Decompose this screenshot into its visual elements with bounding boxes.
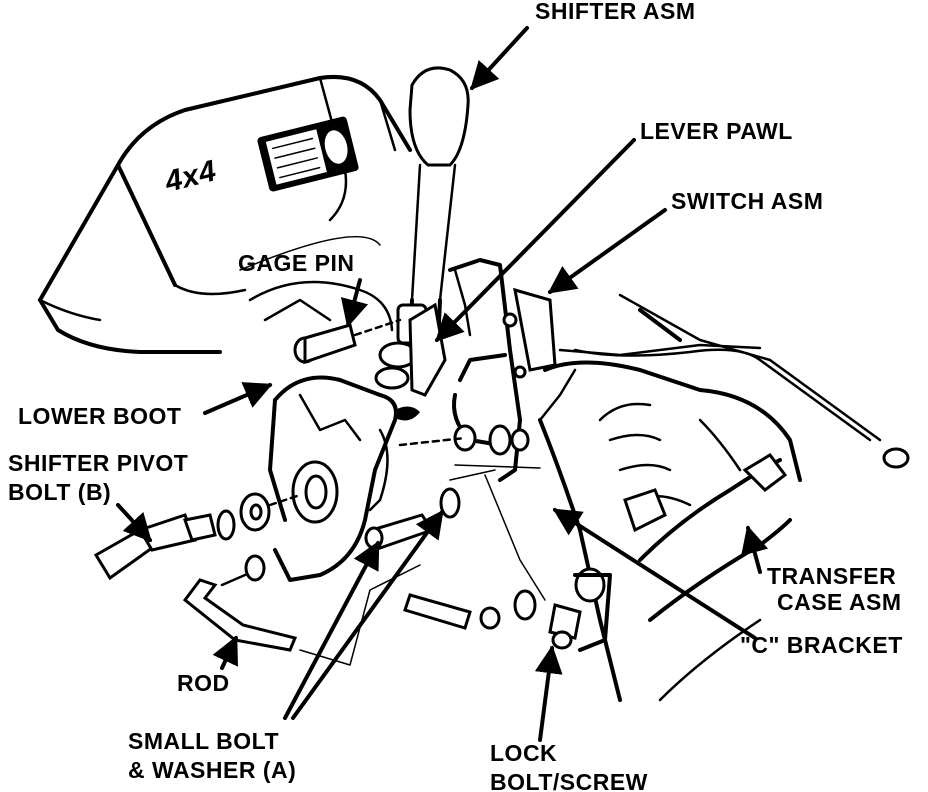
label-rod: ROD [177, 670, 230, 696]
label-small-bolt-line2: & WASHER (A) [128, 757, 296, 783]
shifter-pivot-bolt-part [93, 492, 302, 581]
console-housing: 4x4 [38, 75, 412, 354]
wiring-harness [573, 348, 910, 469]
transfer-case-part [538, 293, 882, 702]
label-small-bolt-line1: SMALL BOLT [128, 728, 279, 754]
label-shifter-pivot-line2: BOLT (B) [8, 479, 111, 505]
shifter-housing [268, 375, 398, 582]
label-shifter-asm: SHIFTER ASM [535, 0, 696, 24]
lock-bolt-part [403, 567, 612, 652]
leader-lines [116, 26, 769, 742]
label-lock-bolt-line2: BOLT/SCREW [490, 769, 648, 792]
label-transfer-case-line1: TRANSFER [767, 563, 896, 589]
console-badge-text: 4x4 [161, 154, 220, 199]
label-switch-asm: SWITCH ASM [671, 188, 823, 214]
label-lower-boot: LOWER BOOT [18, 403, 181, 429]
label-gage-pin: GAGE PIN [238, 250, 354, 276]
callout-labels: SHIFTER ASM LEVER PAWL SWITCH ASM GAGE P… [8, 0, 903, 792]
label-transfer-case-line2: CASE ASM [777, 589, 902, 615]
shift-pattern-plate [257, 116, 359, 192]
label-shifter-pivot-line1: SHIFTER PIVOT [8, 450, 188, 476]
label-c-bracket: "C" BRACKET [740, 632, 903, 658]
c-bracket-part [448, 258, 557, 482]
rod-part [182, 554, 298, 652]
label-lock-bolt-line1: LOCK [490, 740, 557, 766]
label-lever-pawl: LEVER PAWL [640, 118, 793, 144]
gage-pin-part [293, 318, 402, 365]
